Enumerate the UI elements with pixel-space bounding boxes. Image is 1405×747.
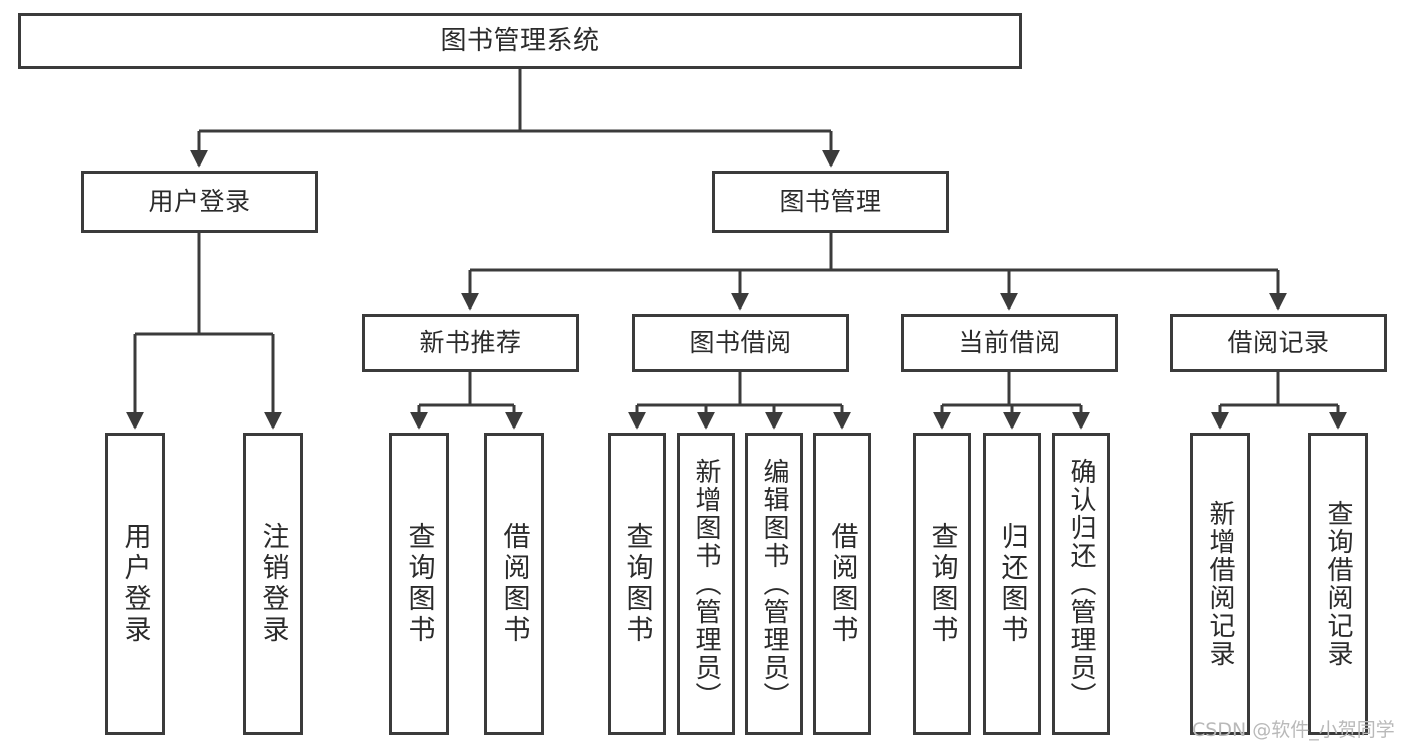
node-current-borrow-label: 当前借阅 <box>958 328 1061 358</box>
leaf-borrow-query[interactable]: 查询图书 <box>608 433 666 735</box>
node-borrow-records[interactable]: 借阅记录 <box>1170 314 1387 372</box>
leaf-return-book[interactable]: 归还图书 <box>983 433 1041 735</box>
node-borrow-records-label: 借阅记录 <box>1227 328 1330 358</box>
leaf-confirm-return-admin[interactable]: 确认归还（管理员） <box>1052 433 1110 735</box>
node-root-label: 图书管理系统 <box>440 25 600 56</box>
leaf-return-book-label: 归还图书 <box>996 522 1028 646</box>
leaf-lend-book-label: 借阅图书 <box>826 522 858 646</box>
node-new-book-recommend-label: 新书推荐 <box>419 328 522 358</box>
leaf-user-logout-label: 注销登录 <box>257 522 289 646</box>
leaf-current-query-label: 查询图书 <box>926 522 958 646</box>
node-user-login-label: 用户登录 <box>148 187 251 217</box>
node-book-borrow[interactable]: 图书借阅 <box>632 314 849 372</box>
node-new-book-recommend[interactable]: 新书推荐 <box>362 314 579 372</box>
leaf-edit-book-admin-label: 编辑图书（管理员） <box>759 458 789 710</box>
leaf-current-query[interactable]: 查询图书 <box>913 433 971 735</box>
leaf-new-book-query-label: 查询图书 <box>403 522 435 646</box>
leaf-lend-book[interactable]: 借阅图书 <box>813 433 871 735</box>
leaf-user-login[interactable]: 用户登录 <box>105 433 165 735</box>
leaf-user-login-label: 用户登录 <box>119 522 151 646</box>
leaf-add-book-admin-label: 新增图书（管理员） <box>691 458 721 710</box>
leaf-query-borrow-record[interactable]: 查询借阅记录 <box>1308 433 1368 735</box>
leaf-add-borrow-record[interactable]: 新增借阅记录 <box>1190 433 1250 735</box>
leaf-edit-book-admin[interactable]: 编辑图书（管理员） <box>745 433 803 735</box>
node-current-borrow[interactable]: 当前借阅 <box>901 314 1118 372</box>
node-book-management[interactable]: 图书管理 <box>712 171 949 233</box>
leaf-new-book-borrow-label: 借阅图书 <box>498 522 530 646</box>
node-book-management-label: 图书管理 <box>779 187 882 217</box>
node-root[interactable]: 图书管理系统 <box>18 13 1022 69</box>
leaf-confirm-return-admin-label: 确认归还（管理员） <box>1066 458 1096 710</box>
leaf-add-borrow-record-label: 新增借阅记录 <box>1205 500 1235 668</box>
csdn-watermark: CSDN @软件_小贺同学 <box>1192 719 1395 741</box>
leaf-add-book-admin[interactable]: 新增图书（管理员） <box>677 433 735 735</box>
leaf-user-logout[interactable]: 注销登录 <box>243 433 303 735</box>
leaf-query-borrow-record-label: 查询借阅记录 <box>1323 500 1353 668</box>
leaf-new-book-query[interactable]: 查询图书 <box>389 433 449 735</box>
leaf-borrow-query-label: 查询图书 <box>621 522 653 646</box>
node-user-login[interactable]: 用户登录 <box>81 171 318 233</box>
node-book-borrow-label: 图书借阅 <box>689 328 792 358</box>
leaf-new-book-borrow[interactable]: 借阅图书 <box>484 433 544 735</box>
